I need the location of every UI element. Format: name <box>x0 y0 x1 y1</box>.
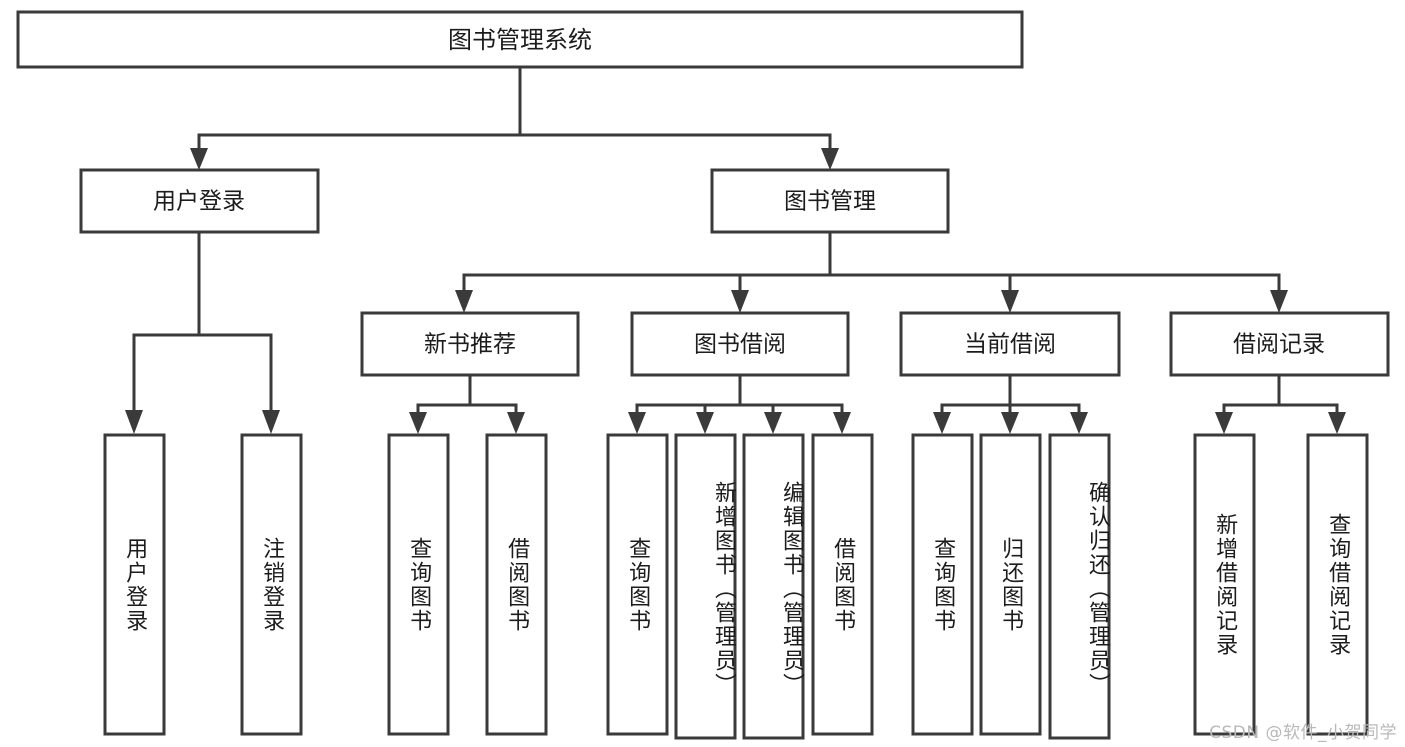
node-new-book-rec-box[interactable] <box>360 311 580 377</box>
leaf-box-user-login[interactable] <box>103 433 166 736</box>
arrow-head-leaf-return-book <box>1001 412 1019 434</box>
node-current-borrow-box[interactable] <box>899 311 1121 377</box>
node-borrow-record-label: 借阅记录 <box>1233 332 1325 358</box>
arrow-head-leaf-query-book-3 <box>933 412 951 434</box>
node-book-manage[interactable]: 图书管理 <box>710 168 950 234</box>
arrow-head-leaf-query-book-2 <box>628 412 646 434</box>
arrow-head-leaf-user-login <box>125 410 143 434</box>
node-root[interactable]: 图书管理系统 <box>16 10 1024 69</box>
arrow-head-leaf-edit-book <box>764 412 782 434</box>
node-borrow-record[interactable]: 借阅记录 <box>1169 311 1390 377</box>
arrow-head-leaf-borrow-book-1 <box>507 412 525 434</box>
arrow-head-leaf-query-book-1 <box>409 412 427 434</box>
node-root-box[interactable] <box>16 10 1024 69</box>
node-user-login-label: 用户登录 <box>153 189 245 215</box>
arrow-head-current-borrow <box>1001 290 1019 313</box>
node-user-login[interactable]: 用户登录 <box>79 168 320 234</box>
leaf-box-query-book-3[interactable] <box>911 433 974 736</box>
leaf-box-add-record[interactable] <box>1193 433 1256 736</box>
node-book-borrow-box[interactable] <box>630 311 850 377</box>
leaf-box-confirm-return[interactable] <box>1048 433 1111 740</box>
arrow-head-new-book-rec <box>455 290 473 313</box>
node-book-borrow-label: 图书借阅 <box>694 332 786 358</box>
arrow-head-leaf-query-record <box>1328 412 1346 434</box>
leaf-box-edit-book[interactable] <box>742 433 805 740</box>
arrow-head-book-manage <box>821 148 839 170</box>
leaf-box-query-book-1[interactable] <box>387 433 450 736</box>
arrow-head-user-login <box>190 148 208 170</box>
arrow-head-leaf-add-record <box>1215 412 1233 434</box>
node-new-book-rec-label: 新书推荐 <box>424 332 516 358</box>
node-user-login-box[interactable] <box>79 168 320 234</box>
leaf-box-user-logout[interactable] <box>240 433 303 736</box>
node-root-label: 图书管理系统 <box>448 26 592 54</box>
connector-layer <box>125 65 1346 434</box>
arrow-head-leaf-add-book <box>696 412 714 434</box>
node-book-borrow[interactable]: 图书借阅 <box>630 311 850 377</box>
node-current-borrow-label: 当前借阅 <box>964 332 1056 358</box>
node-new-book-rec[interactable]: 新书推荐 <box>360 311 580 377</box>
leaf-box-add-book[interactable] <box>674 433 737 740</box>
arrow-head-leaf-user-logout <box>262 410 280 434</box>
arrow-head-leaf-borrow-book-2 <box>833 412 851 434</box>
arrow-head-leaf-confirm-return <box>1070 412 1088 434</box>
node-layer: 图书管理系统 用户登录 图书管理 新书推荐 图书借阅 <box>16 10 1390 740</box>
node-current-borrow[interactable]: 当前借阅 <box>899 311 1121 377</box>
leaf-box-borrow-book-1[interactable] <box>485 433 548 736</box>
leaf-box-return-book[interactable] <box>979 433 1042 736</box>
node-book-manage-box[interactable] <box>710 168 950 234</box>
csdn-watermark: CSDN @软件_小贺同学 <box>1209 723 1397 743</box>
leaf-box-query-record[interactable] <box>1306 433 1369 736</box>
node-book-manage-label: 图书管理 <box>784 189 876 215</box>
leaf-box-query-book-2[interactable] <box>606 433 669 736</box>
node-borrow-record-box[interactable] <box>1169 311 1390 377</box>
arrow-head-book-borrow <box>731 290 749 313</box>
arrow-head-borrow-record <box>1270 290 1288 313</box>
leaf-box-borrow-book-2[interactable] <box>811 433 874 736</box>
